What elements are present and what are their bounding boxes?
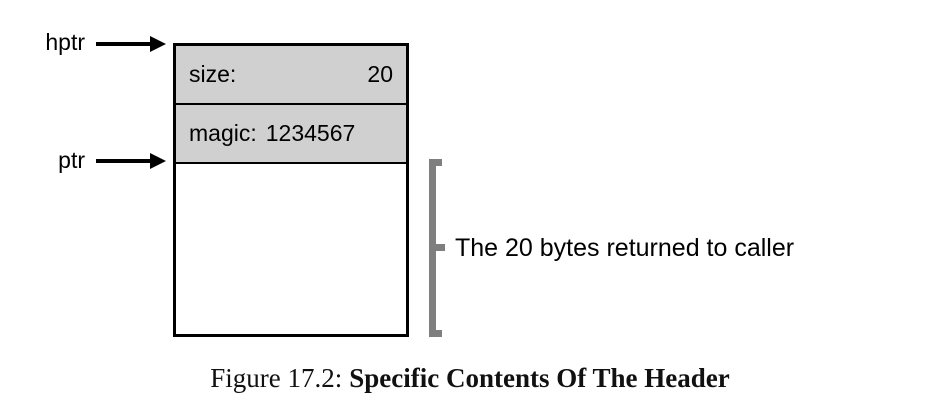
- arrow-ptr-icon: [96, 151, 168, 171]
- brace-annotation-text: The 20 bytes returned to caller: [455, 234, 795, 262]
- figure-caption: Figure 17.2:Specific Contents Of The Hea…: [0, 362, 940, 394]
- field-label-magic: magic:: [189, 120, 257, 146]
- arrow-head: [150, 36, 166, 52]
- range-brace-icon: [421, 159, 445, 337]
- pointer-label-ptr: ptr: [58, 147, 85, 173]
- field-label-size: size:: [189, 61, 237, 87]
- arrow-shaft: [96, 159, 154, 163]
- memory-block: size: 20 magic: 1234567: [173, 43, 409, 337]
- memory-cell-magic: magic: 1234567: [176, 105, 406, 164]
- figure-caption-title: Specific Contents Of The Header: [349, 363, 730, 393]
- field-value-magic: 1234567: [265, 120, 356, 146]
- brace-spine: [429, 159, 436, 337]
- brace-nub: [436, 244, 445, 251]
- memory-cell-size: size: 20: [176, 46, 406, 105]
- arrow-hptr-icon: [96, 34, 168, 54]
- arrow-head: [150, 153, 166, 169]
- arrow-shaft: [96, 42, 154, 46]
- brace-arm-bottom: [429, 330, 442, 337]
- memory-cell-payload: [176, 164, 406, 334]
- field-value-size: 20: [367, 61, 393, 87]
- figure-caption-label: Figure 17.2:: [210, 363, 343, 393]
- pointer-label-hptr: hptr: [45, 29, 85, 55]
